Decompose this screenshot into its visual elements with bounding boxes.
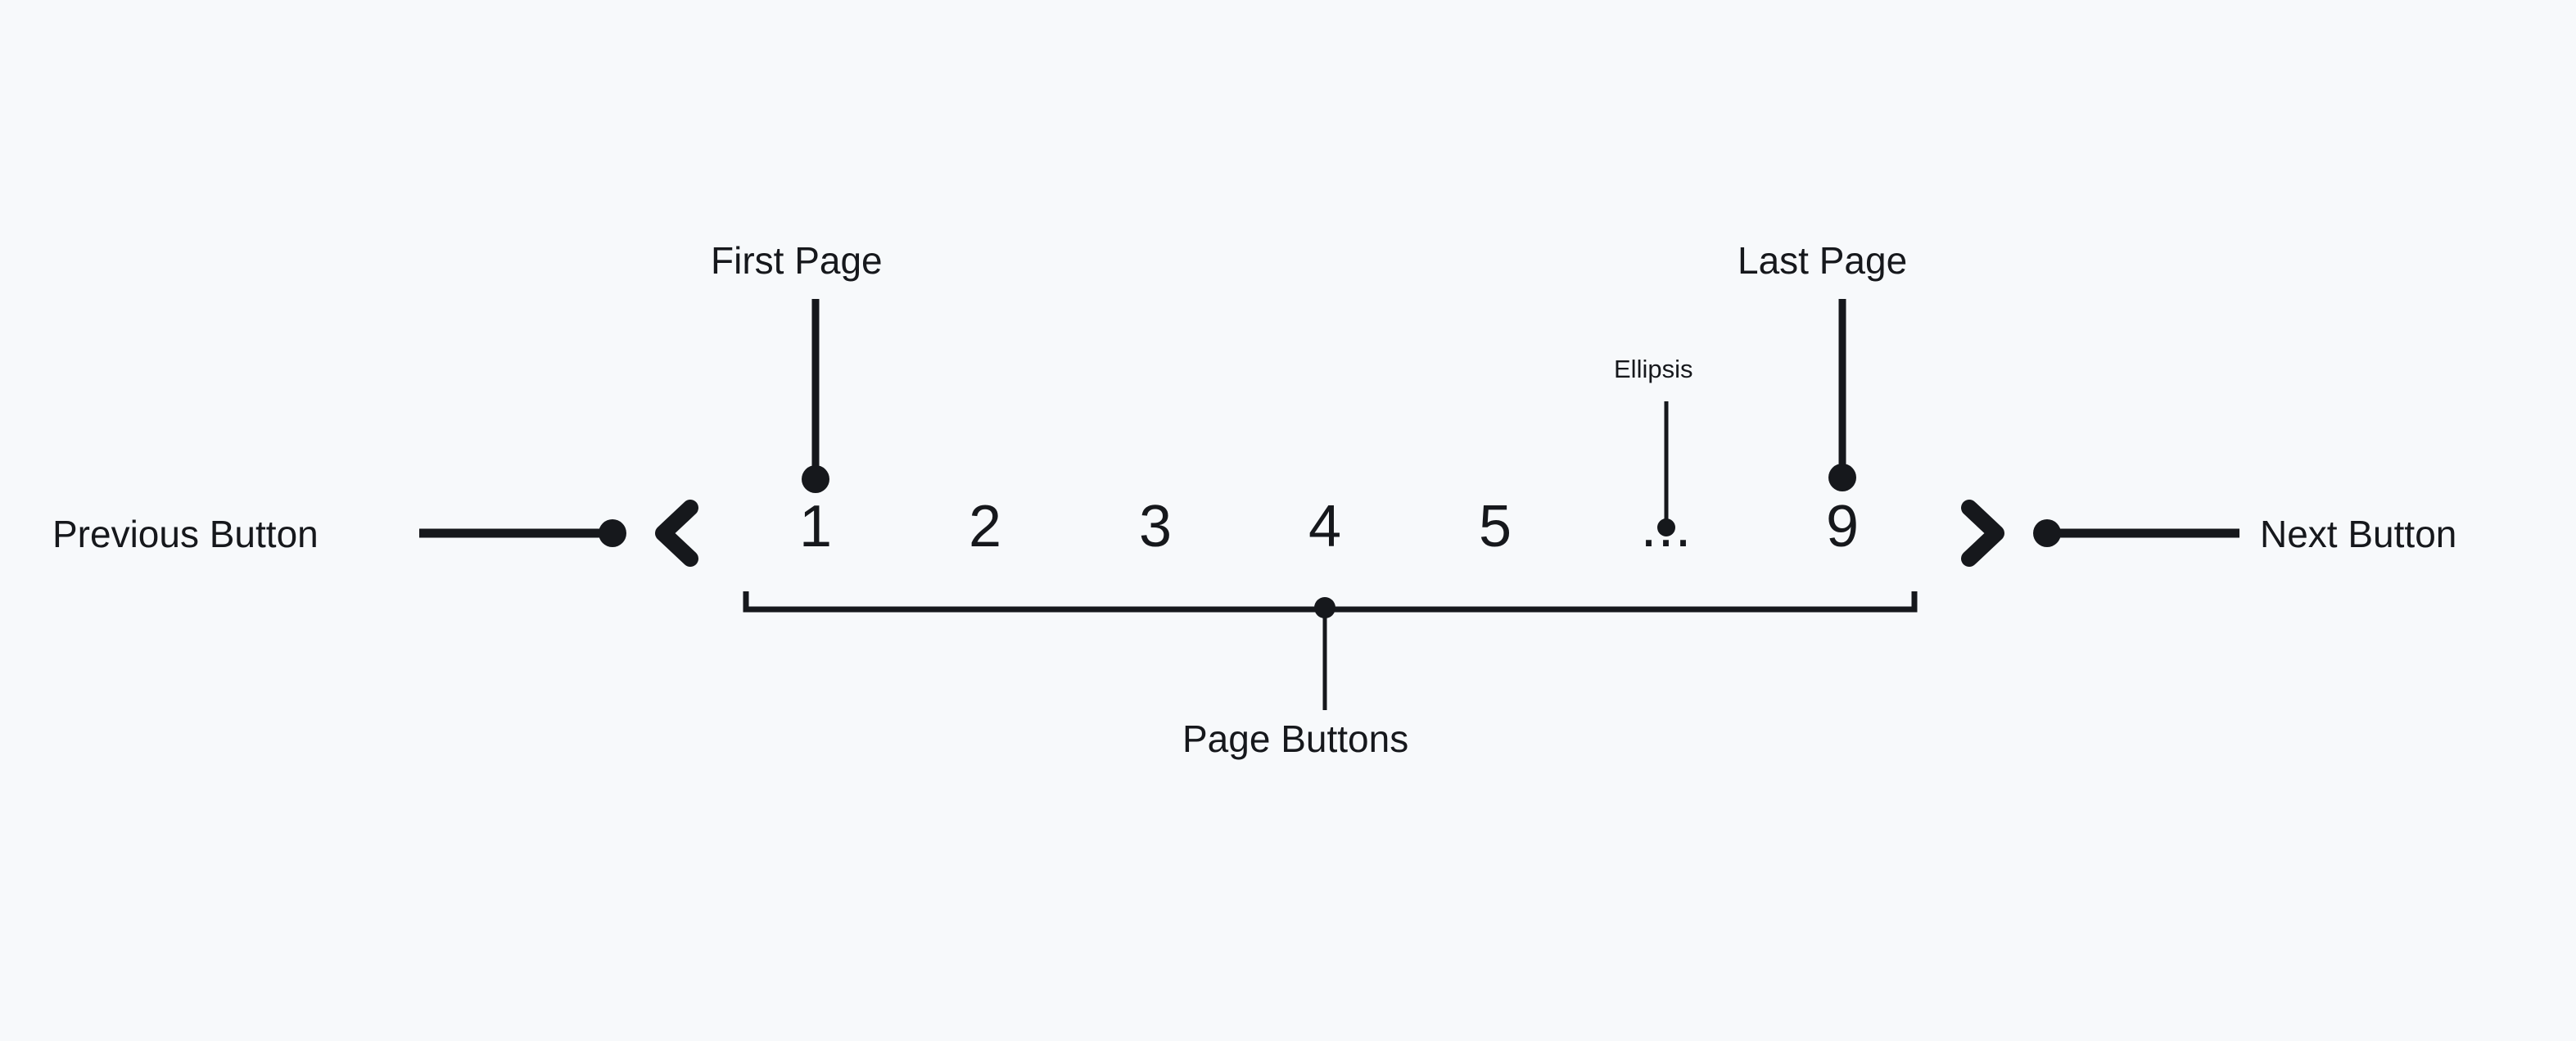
annotation-first-page: First Page xyxy=(711,239,883,282)
page-button-9[interactable]: 9 xyxy=(1825,494,1860,559)
chevron-left-icon[interactable] xyxy=(655,500,698,567)
annotation-ellipsis: Ellipsis xyxy=(1614,355,1693,383)
page-button-5[interactable]: 5 xyxy=(1478,494,1512,559)
page-button-2[interactable]: 2 xyxy=(968,494,1002,559)
last-page-leader-dot xyxy=(1828,464,1856,491)
annotation-next-button: Next Button xyxy=(2260,513,2457,555)
previous-button-leader-dot xyxy=(599,519,626,547)
page-button-1[interactable]: 1 xyxy=(798,494,833,559)
first-page-leader-dot xyxy=(802,465,829,493)
page-button-3[interactable]: 3 xyxy=(1138,494,1173,559)
page-button-4[interactable]: 4 xyxy=(1308,494,1342,559)
annotation-previous-button: Previous Button xyxy=(52,513,319,555)
pagination-ellipsis: ... xyxy=(1640,494,1692,559)
ellipsis-leader-dot xyxy=(1657,518,1675,536)
annotation-last-page: Last Page xyxy=(1738,239,1908,282)
annotation-page-buttons: Page Buttons xyxy=(1182,717,1409,760)
chevron-right-icon[interactable] xyxy=(1961,500,2004,567)
